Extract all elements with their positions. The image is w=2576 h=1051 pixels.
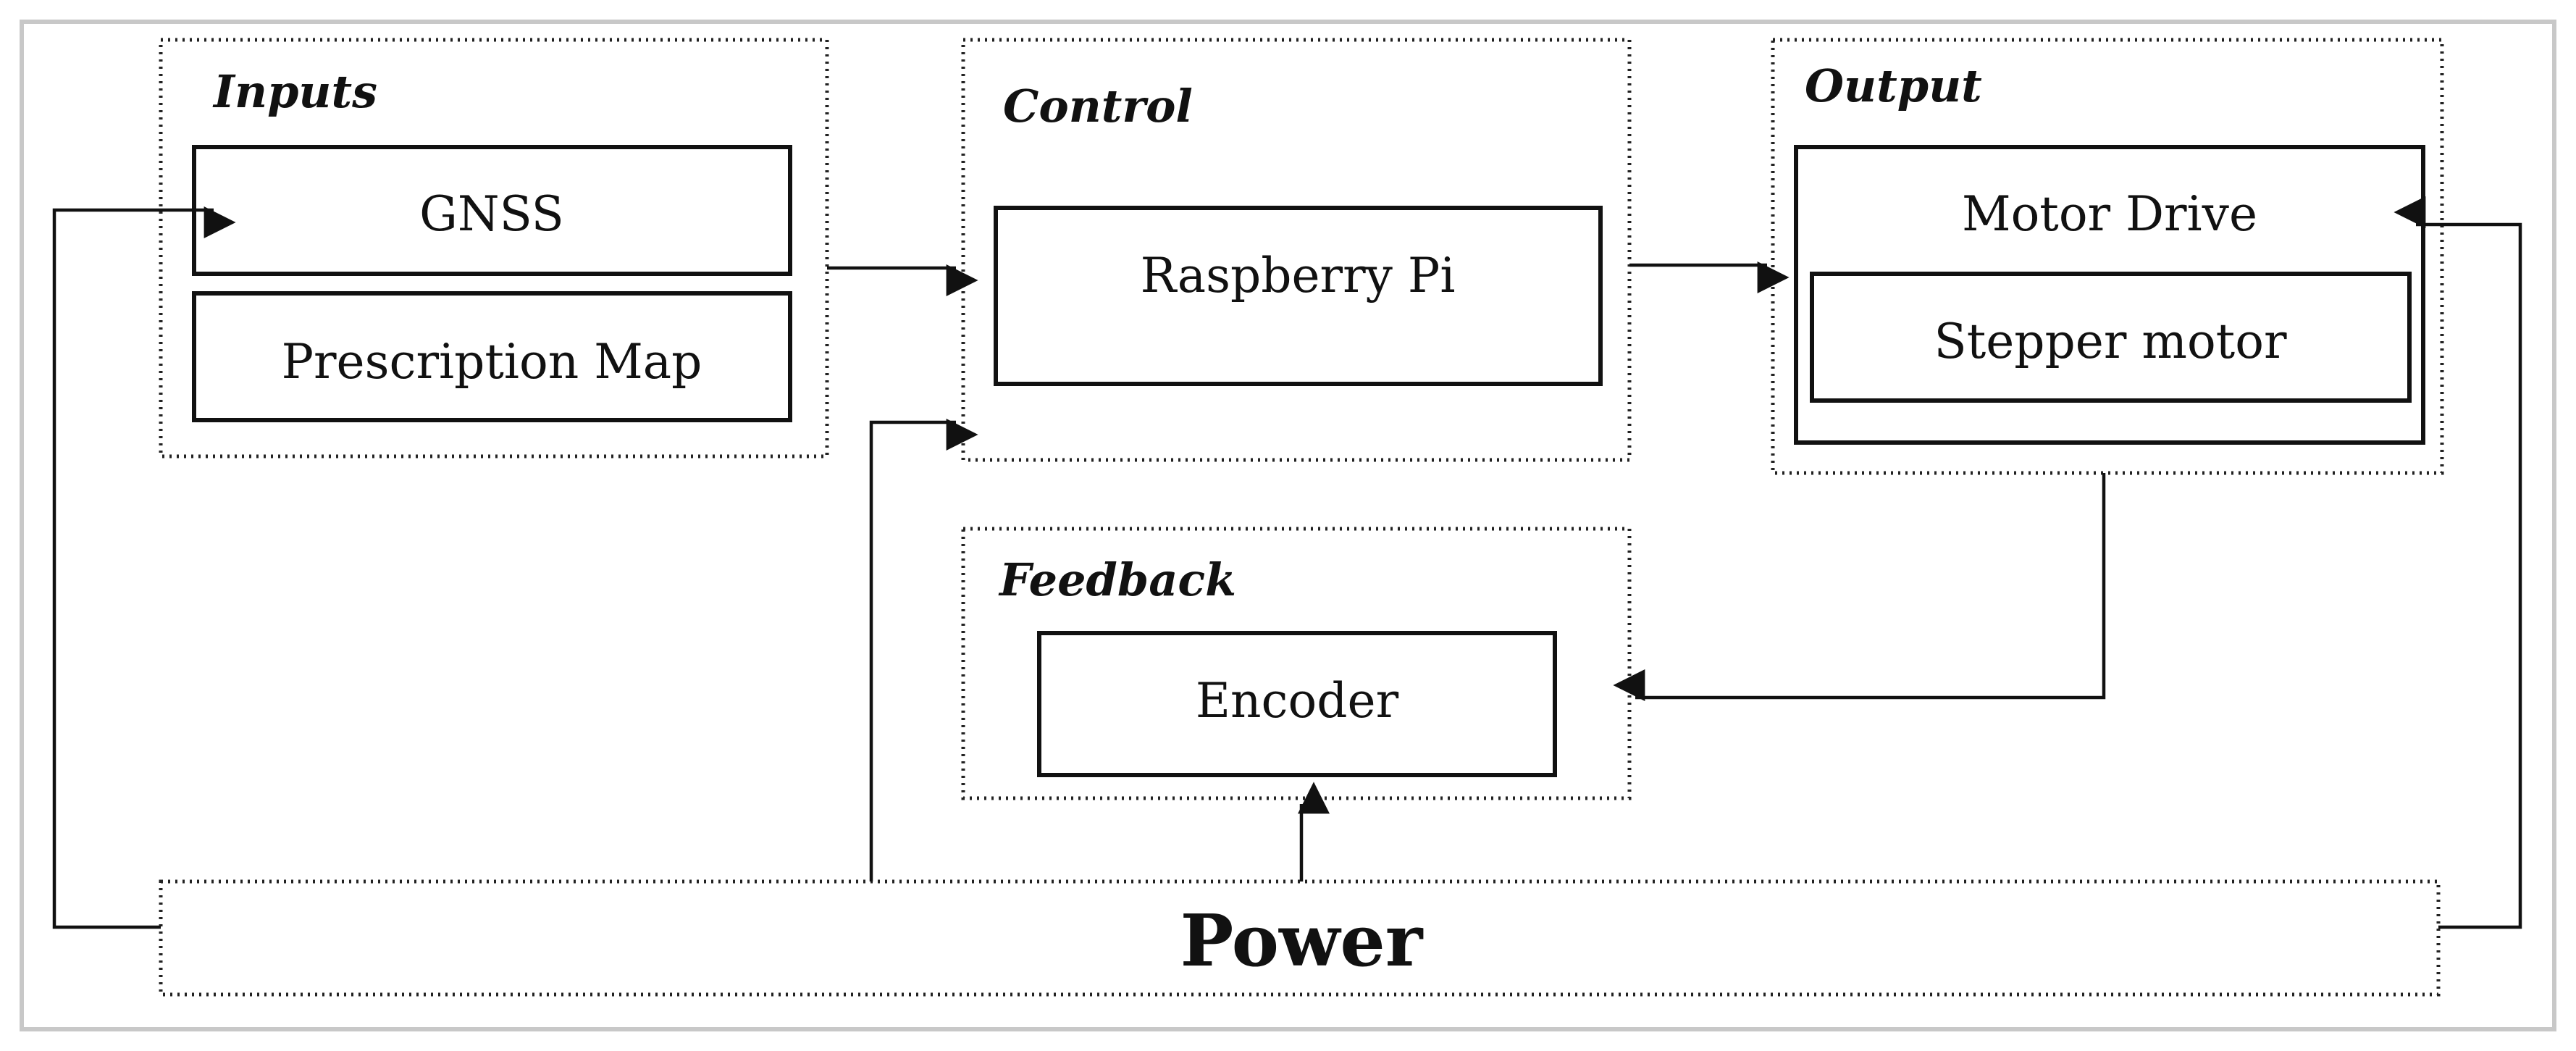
control-group-border — [961, 38, 1632, 462]
inputs-group-border — [159, 38, 829, 458]
power-label: Power — [1180, 900, 1424, 983]
raspberry-pi-block — [994, 206, 1603, 386]
stepper-motor-block — [1810, 272, 2412, 403]
feedback-group-border — [961, 527, 1632, 800]
output-group-border — [1771, 38, 2444, 475]
outer-frame — [20, 20, 2556, 1031]
output-group-label: Output — [1805, 59, 1982, 112]
stepper-motor-label: Stepper motor — [1934, 314, 2286, 369]
arrow-output-to-feedback — [1613, 473, 2106, 701]
prescription-map-block — [192, 291, 792, 422]
gnss-label: GNSS — [419, 186, 564, 242]
arrow-power-to-control — [869, 419, 978, 882]
prescription-map-label: Prescription Map — [282, 334, 702, 390]
motor-drive-label: Motor Drive — [1962, 186, 2257, 242]
encoder-block — [1037, 631, 1557, 777]
encoder-label: Encoder — [1196, 673, 1399, 729]
control-group-label: Control — [1003, 80, 1193, 133]
raspberry-pi-label: Raspberry Pi — [1141, 248, 1456, 303]
power-block — [159, 879, 2441, 997]
arrow-power-to-motor-drive — [2394, 196, 2522, 929]
inputs-group-label: Inputs — [212, 65, 377, 118]
feedback-group-label: Feedback — [998, 553, 1236, 606]
arrow-power-to-gnss — [52, 206, 236, 929]
